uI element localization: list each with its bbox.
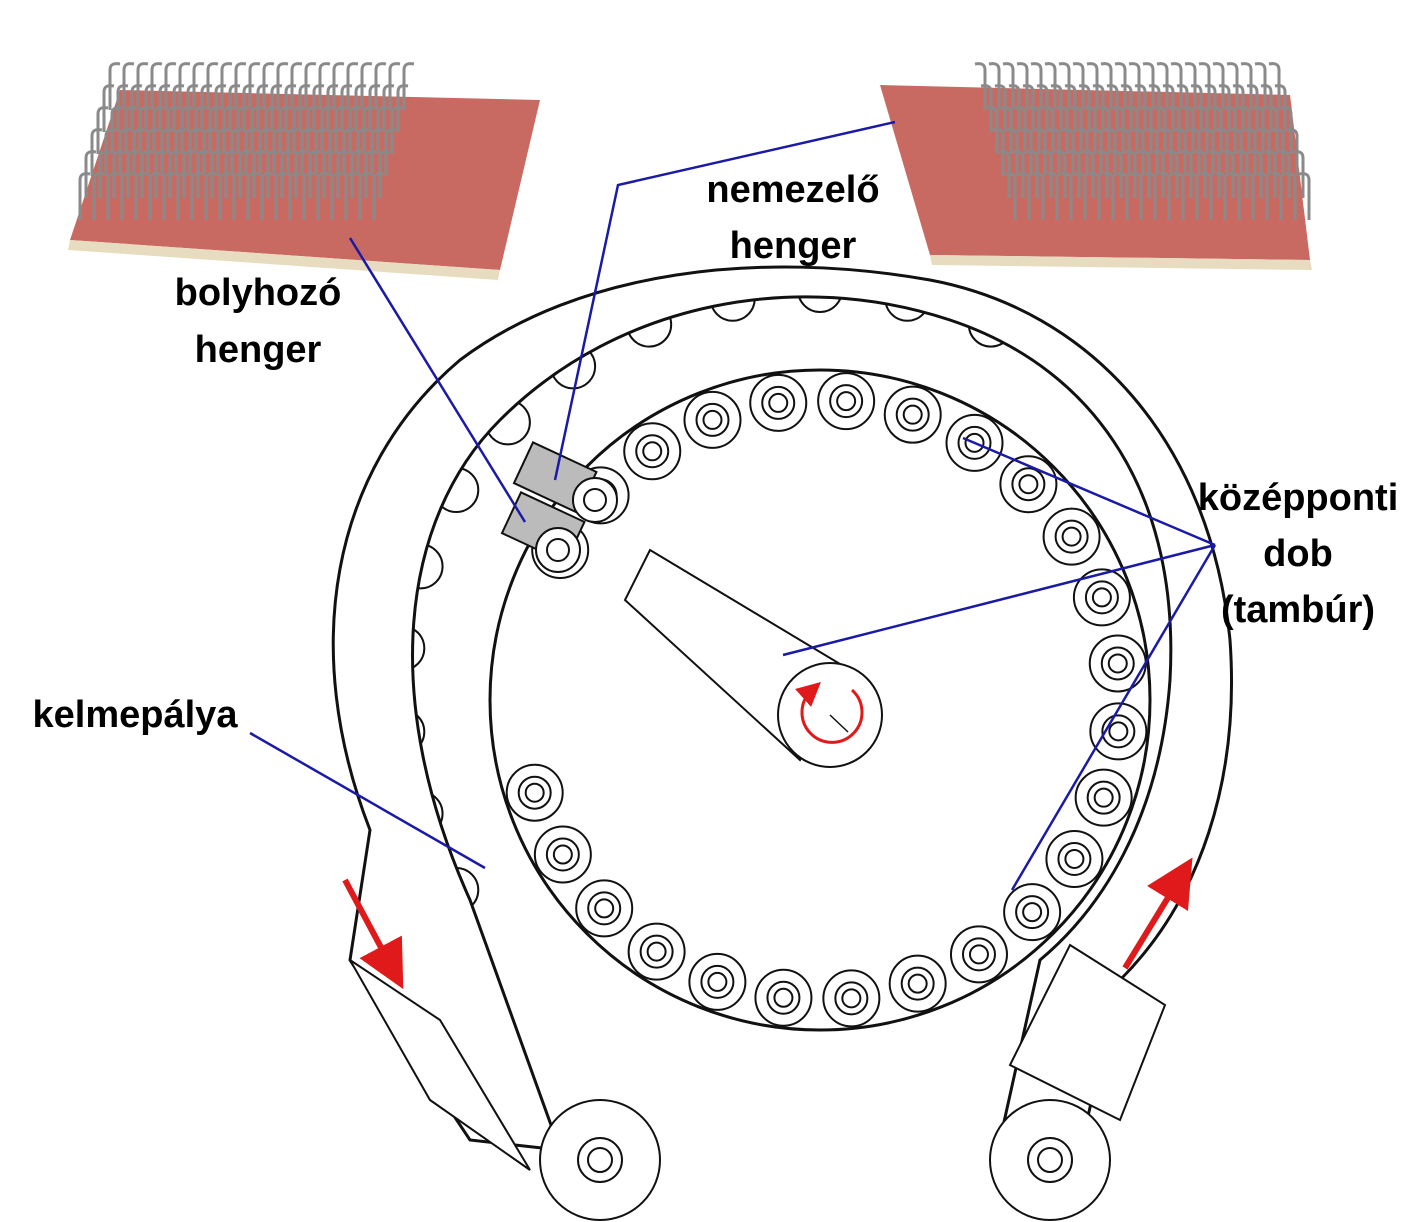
raising-card-clothing-image [68, 64, 540, 280]
working-roller [1044, 509, 1100, 565]
central-drum-label-line1: középponti [1198, 477, 1399, 519]
working-roller [535, 827, 591, 883]
working-roller [823, 970, 879, 1026]
working-roller [1090, 635, 1146, 691]
working-roller [750, 375, 806, 431]
central-drum-label-line2: dob [1263, 533, 1333, 575]
working-roller [689, 954, 745, 1010]
working-roller [818, 373, 874, 429]
felting-roller-label-line2: henger [730, 225, 857, 267]
working-roller [629, 924, 685, 980]
working-roller [1076, 770, 1132, 826]
central-drum-label-line3: (tambúr) [1221, 589, 1375, 631]
working-roller [951, 926, 1007, 982]
felting-roller-label-line1: nemezelő [706, 169, 879, 211]
felting-card-clothing-image [880, 64, 1312, 270]
raising-roller-label-line2: henger [195, 329, 322, 371]
raising-roller-label-line1: bolyhozó [175, 272, 342, 314]
working-roller [576, 880, 632, 936]
working-roller [1090, 703, 1146, 759]
working-roller [684, 392, 740, 448]
working-roller [1004, 884, 1060, 940]
working-roller [890, 956, 946, 1012]
working-roller [885, 387, 941, 443]
working-roller [624, 423, 680, 479]
working-roller [507, 765, 563, 821]
fabric-web-label: kelmepálya [33, 694, 239, 736]
working-roller [755, 970, 811, 1026]
working-roller [1046, 831, 1102, 887]
